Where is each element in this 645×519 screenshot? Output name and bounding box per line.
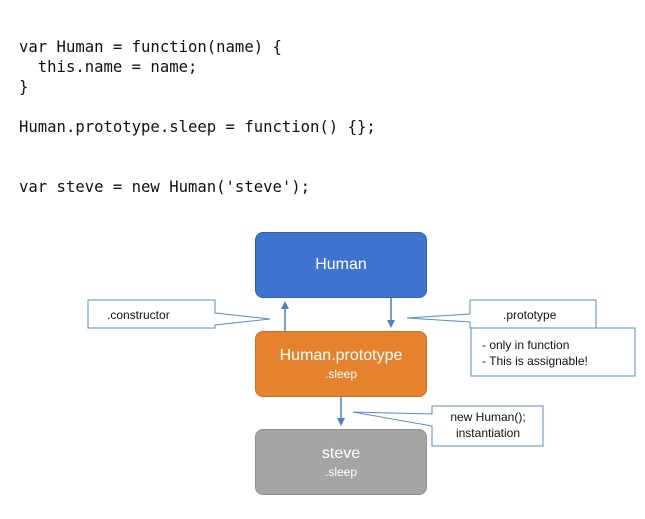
prototype-node-sub: .sleep (324, 367, 358, 381)
instantiation-label-2: instantiation (455, 426, 521, 440)
constructor-label: .constructor (107, 308, 170, 322)
prototype-note-1: - only in function (482, 338, 570, 352)
prototype-callout-box (406, 299, 597, 329)
human-node: Human (255, 232, 427, 298)
human-node-title: Human (315, 256, 367, 273)
code-line-2: this.name = name; (19, 58, 198, 76)
steve-node-title: steve (321, 445, 361, 462)
steve-node: steve .sleep (255, 429, 427, 495)
code-line-3: } (19, 78, 29, 96)
instantiation-label-1: new Human(); (450, 410, 526, 424)
constructor-callout-box (87, 299, 271, 329)
prototype-label: .prototype (503, 308, 557, 322)
prototype-notes-box (470, 327, 636, 377)
steve-node-sub: .sleep (324, 465, 358, 479)
human-prototype-node: Human.prototype .sleep (255, 331, 427, 397)
code-line-4: Human.prototype.sleep = function() {}; (19, 118, 376, 136)
code-line-1: var Human = function(name) { (19, 38, 282, 56)
instantiation-callout-box (352, 405, 544, 447)
prototype-node-title: Human.prototype (279, 347, 403, 364)
prototype-note-2: - This is assignable! (482, 354, 588, 368)
code-line-5: var steve = new Human('steve'); (19, 178, 311, 196)
